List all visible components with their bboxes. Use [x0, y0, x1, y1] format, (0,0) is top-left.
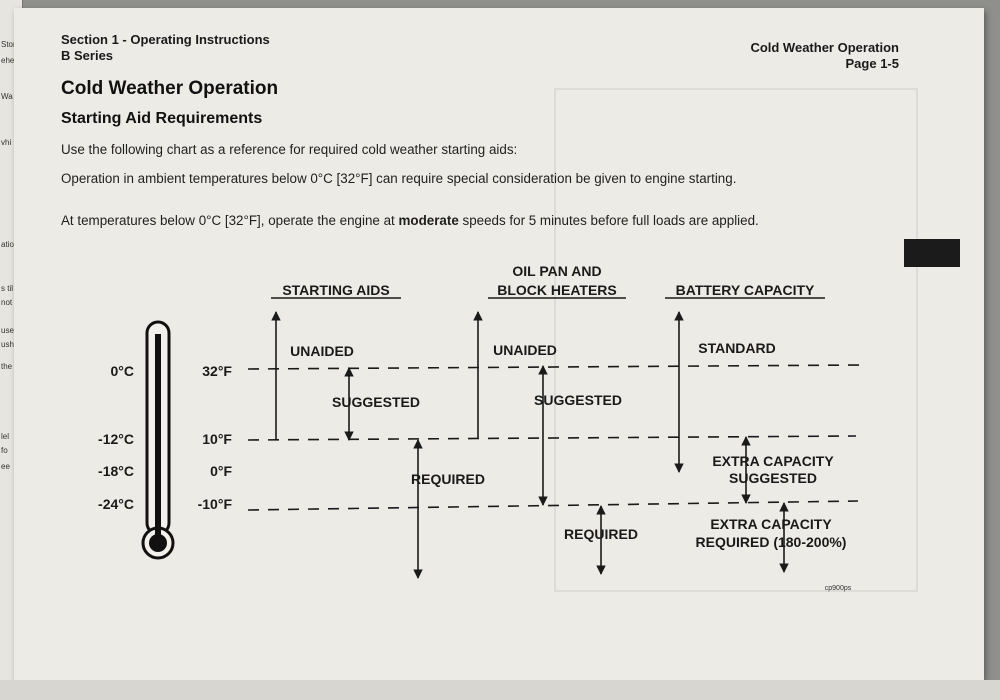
header-battery-capacity: BATTERY CAPACITY [676, 282, 815, 298]
left-page-fragment: use [1, 326, 14, 335]
temp-minus10f: -10°F [198, 496, 233, 512]
temp-0c: 0°C [111, 363, 135, 379]
starting-aids-suggested: SUGGESTED [332, 394, 420, 410]
temp-minus18c: -18°C [98, 463, 134, 479]
battery-extra-suggested: SUGGESTED [729, 470, 817, 486]
left-page-fragment: ehe [1, 56, 15, 65]
left-page-fragment: the [1, 362, 13, 371]
intro-paragraph: Use the following chart as a reference f… [61, 142, 518, 157]
page-bottom-edge [0, 680, 1000, 700]
left-page-fragment: ation [1, 240, 19, 249]
figure-id: cp900ps [825, 585, 852, 592]
section-header: Section 1 - Operating Instructions B Ser… [61, 32, 270, 64]
heaters-required: REQUIRED [564, 526, 638, 542]
left-page-fragment: Wa [1, 92, 13, 101]
left-page-fragment: not [1, 298, 13, 307]
starting-aids-required: REQUIRED [411, 471, 485, 487]
page-title: Cold Weather Operation [61, 78, 279, 99]
temp-32f: 32°F [202, 363, 232, 379]
topic-title: Cold Weather Operation [750, 40, 899, 55]
temp-minus12c: -12°C [98, 431, 134, 447]
left-page-fragment: ee [1, 462, 10, 471]
warmup-paragraph: At temperatures below 0°C [32°F], operat… [61, 213, 885, 229]
left-page-fragment: Ston [1, 40, 18, 49]
header-oil-pan: OIL PAN AND [512, 263, 601, 279]
heaters-suggested: SUGGESTED [534, 392, 622, 408]
left-page-fragment: ush [1, 340, 14, 349]
battery-extra-required: REQUIRED (180-200%) [696, 534, 847, 550]
header-block-heaters: BLOCK HEATERS [497, 282, 617, 298]
section-subtitle: Starting Aid Requirements [61, 110, 263, 127]
temperature-paragraph: Operation in ambient temperatures below … [61, 171, 737, 186]
warmup-text-end: speeds for 5 minutes before full loads a… [458, 213, 759, 228]
battery-standard: STANDARD [698, 340, 776, 356]
page-header: Cold Weather Operation Page 1-5 [750, 40, 899, 72]
bleed-through-illustration [554, 88, 918, 592]
starting-aids-unaided: UNAIDED [290, 343, 354, 359]
thermometer-icon [141, 320, 175, 560]
left-page-fragment: lel [1, 432, 10, 441]
left-page-fragment: fo [1, 446, 8, 455]
threshold-line-32f [247, 364, 863, 370]
battery-extra-capacity-2: EXTRA CAPACITY [710, 516, 832, 532]
section-title: Section 1 - Operating Instructions [61, 32, 270, 47]
temp-0f: 0°F [210, 463, 232, 479]
heaters-unaided: UNAIDED [493, 342, 557, 358]
left-page-fragment: s til [1, 284, 13, 293]
page-number: Page 1-5 [845, 56, 899, 71]
battery-extra-capacity-1: EXTRA CAPACITY [712, 453, 834, 469]
series-title: B Series [61, 48, 114, 63]
header-starting-aids: STARTING AIDS [282, 282, 389, 298]
threshold-line-minus10f [247, 500, 859, 511]
warmup-text-bold: moderate [398, 213, 459, 228]
threshold-line-10f [247, 435, 857, 441]
warmup-text-start: At temperatures below 0°C [32°F], operat… [61, 213, 399, 228]
section-tab-marker [904, 239, 960, 267]
temp-10f: 10°F [202, 431, 232, 447]
temp-minus24c: -24°C [98, 496, 134, 512]
manual-page [14, 8, 984, 680]
left-page-fragment: vhi [1, 138, 12, 147]
